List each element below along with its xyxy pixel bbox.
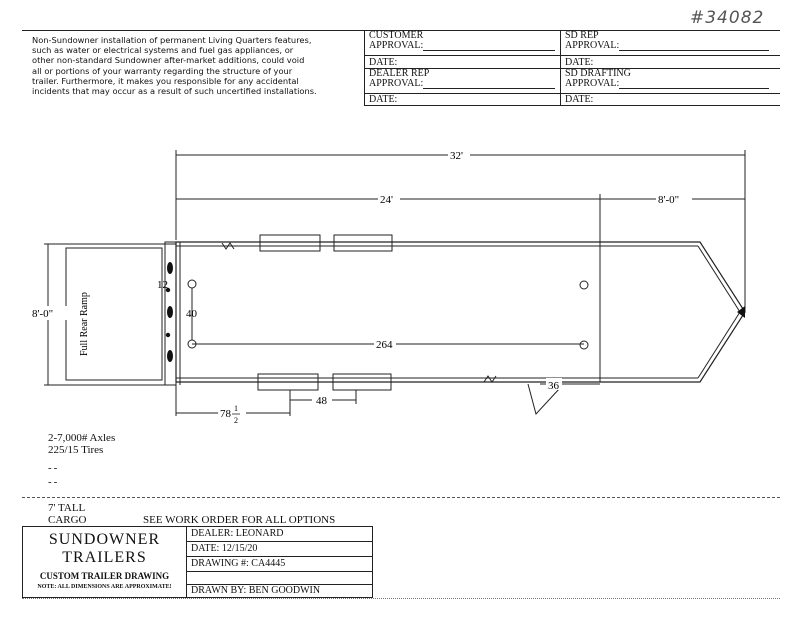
sd-drafting-approval-text: APPROVAL: <box>565 78 620 89</box>
dealer-rep-date-label: DATE: <box>369 94 398 105</box>
dealer-rep-approval-text: APPROVAL: <box>369 78 424 89</box>
dealer-field: DEALER: LEONARD <box>191 528 284 539</box>
title-block: SUNDOWNER TRAILERS CUSTOM TRAILER DRAWIN… <box>22 526 373 598</box>
sd-rep-approval-text: APPROVAL: <box>565 40 620 51</box>
approval-divider-h2 <box>365 68 780 69</box>
dim-label-32: 32' <box>450 150 463 162</box>
disclaimer-line: Non-Sundowner installation of permanent … <box>32 35 312 45</box>
dim-label-48: 48 <box>316 395 328 407</box>
wheel-top-front <box>333 234 393 252</box>
d-ring <box>579 280 589 290</box>
title-row-rule <box>186 584 372 585</box>
dim-label-78-whole: 78 <box>220 408 232 420</box>
height-note: 7' TALL <box>48 502 86 514</box>
date-field: DATE: 12/15/20 <box>191 543 258 554</box>
tire-note: 225/15 Tires <box>48 444 104 456</box>
title-row-rule <box>186 556 372 557</box>
frame-top-rule <box>22 30 780 31</box>
drawing-subtitle: CUSTOM TRAILER DRAWING <box>39 571 170 581</box>
sd-rep-approval-label: SD REP APPROVAL: <box>565 31 619 51</box>
title-row-rule <box>186 571 372 572</box>
vent-mark <box>483 375 497 383</box>
sd-rep-signature-line[interactable] <box>619 50 769 51</box>
reference-number: #34082 <box>690 8 765 28</box>
dim-label-12: 12 <box>157 279 168 291</box>
work-order-note: SEE WORK ORDER FOR ALL OPTIONS <box>143 514 336 526</box>
customer-signature-line[interactable] <box>423 50 555 51</box>
dim-label-24: 24' <box>380 194 393 206</box>
sd-drafting-signature-line[interactable] <box>619 88 769 89</box>
company-name-line2: TRAILERS <box>62 549 147 566</box>
dimension-note: NOTE: ALL DIMENSIONS ARE APPROXIMATE! <box>37 584 172 590</box>
disclaimer-text: Non-Sundowner installation of permanent … <box>32 35 364 96</box>
tail-light <box>167 262 173 274</box>
approval-divider-h1 <box>365 55 780 56</box>
dash-note: -- <box>48 462 60 474</box>
side-door-swing <box>527 383 561 416</box>
dim-label-36: 36 <box>548 380 560 392</box>
wheel-bottom-rear <box>257 373 319 391</box>
dim-label-8ft-width: 8'-0" <box>32 308 53 320</box>
customer-label: CUSTOMER <box>369 30 424 41</box>
rear-frame <box>164 241 177 386</box>
approval-grid: CUSTOMER APPROVAL: DATE: SD REP APPROVAL… <box>364 30 780 106</box>
d-ring <box>187 279 197 289</box>
customer-approval-text: APPROVAL: <box>369 40 424 51</box>
dealer-rep-approval-label: DEALER REP APPROVAL: <box>369 69 429 89</box>
sd-drafting-label: SD DRAFTING <box>565 68 631 79</box>
dim-label-40: 40 <box>186 308 198 320</box>
tail-light <box>167 350 173 362</box>
nose-inner-lower <box>697 311 741 379</box>
title-row-rule <box>186 541 372 542</box>
frame-bottom-rule <box>22 598 780 599</box>
separator-rule <box>22 497 780 498</box>
axle-note: 2-7,000# Axles <box>48 432 116 444</box>
ramp-label: Full Rear Ramp <box>79 292 90 356</box>
cargo-note: CARGO <box>48 514 87 526</box>
sd-drafting-approval-label: SD DRAFTING APPROVAL: <box>565 69 631 89</box>
dim-label-78-num: 1 <box>234 404 238 413</box>
drawing-number-field: DRAWING #: CA4445 <box>191 558 286 569</box>
company-name: SUNDOWNER TRAILERS <box>23 531 186 567</box>
trailer-outline <box>175 241 746 383</box>
title-block-divider <box>186 527 187 597</box>
tail-light-dot <box>165 287 171 293</box>
wheel-bottom-front <box>332 373 392 391</box>
drawn-by-field: DRAWN BY: BEN GOODWIN <box>191 585 321 596</box>
company-name-line1: SUNDOWNER <box>48 531 161 548</box>
customer-date-label: DATE: <box>369 57 398 68</box>
nose-inner-upper <box>697 245 741 313</box>
disclaimer-line: such as water or electrical systems and … <box>32 45 294 56</box>
d-ring <box>579 340 589 350</box>
dim-label-78-den: 2 <box>234 416 238 425</box>
disclaimer-line: incidents that may occur as a result of … <box>32 86 317 97</box>
tail-light <box>167 306 173 318</box>
disclaimer-line: trailer. Furthermore, it makes you respo… <box>32 75 299 86</box>
wheel-top-rear <box>259 234 321 252</box>
dash-note: -- <box>48 476 60 488</box>
sd-rep-label: SD REP <box>565 30 599 41</box>
customer-approval-label: CUSTOMER APPROVAL: <box>369 31 423 51</box>
approval-divider-h3 <box>365 93 780 94</box>
sd-rep-date-label: DATE: <box>565 57 594 68</box>
tail-light-dot <box>165 332 171 338</box>
approval-divider-v <box>560 30 561 105</box>
vent-mark <box>221 242 235 250</box>
coupler <box>737 306 745 318</box>
disclaimer-line: all or portions of your warranty regardi… <box>32 65 293 76</box>
disclaimer-line: other non-standard Sundowner after-marke… <box>32 55 305 66</box>
dealer-rep-signature-line[interactable] <box>423 88 555 89</box>
dealer-rep-label: DEALER REP <box>369 68 430 79</box>
sd-drafting-date-label: DATE: <box>565 94 594 105</box>
dim-label-8ft-nose: 8'-0" <box>658 194 679 206</box>
dim-label-264: 264 <box>376 339 393 351</box>
